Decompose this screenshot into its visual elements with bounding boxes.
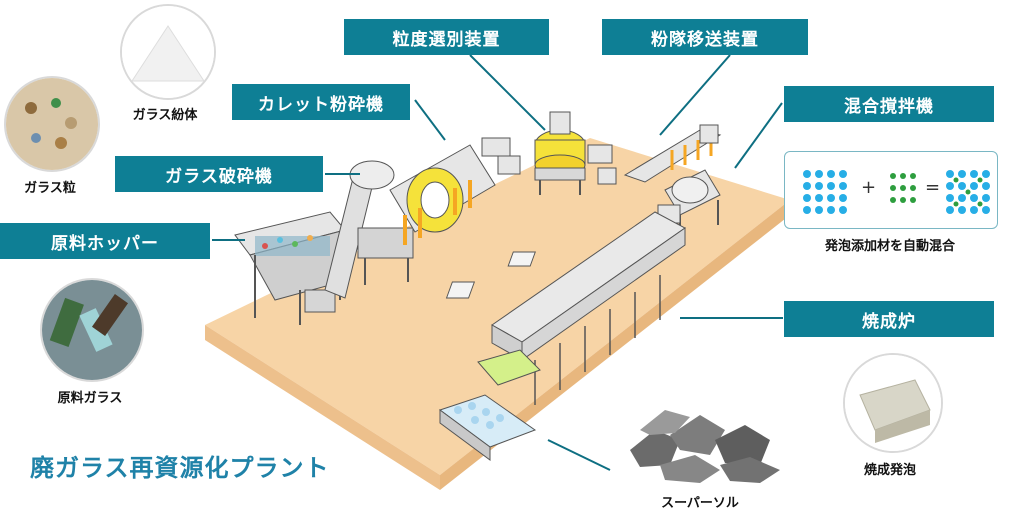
glass-granules-image	[4, 76, 100, 172]
fired-foam-image	[843, 353, 943, 453]
blue-dots-grid	[803, 170, 847, 214]
label-mixer: 混合撹拌機	[784, 86, 994, 122]
label-glass-crusher: ガラス破砕機	[115, 156, 323, 192]
green-dots-grid	[890, 173, 916, 203]
mixer-machine	[657, 124, 721, 235]
super-sol-image	[630, 410, 780, 483]
label-hopper: 原料ホッパー	[0, 223, 210, 259]
glass-powder-image	[120, 4, 216, 100]
mix-diagram-box: + =	[784, 151, 998, 229]
caption-super-sol: スーパーソル	[661, 496, 739, 511]
caption-glass-granules: ガラス粒	[24, 181, 76, 196]
powder-transfer-machine	[623, 129, 722, 183]
cullet-pulverizer-machine	[389, 137, 521, 245]
floor-edge-right	[440, 200, 790, 490]
connector-lines	[212, 54, 783, 471]
caption-glass-powder: ガラス紛体	[132, 108, 198, 123]
kiln-machine	[438, 211, 686, 461]
diagram-title: 廃ガラス再資源化プラント	[30, 454, 330, 482]
particle-size-selector-machine	[534, 111, 617, 195]
floor-edge-left	[205, 325, 440, 490]
label-particle-size-selector: 粒度選別装置	[344, 19, 549, 55]
plus-sign: +	[861, 177, 877, 198]
label-cullet-pulverizer: カレット粉砕機	[232, 84, 410, 120]
caption-fired-foam: 焼成発泡	[863, 463, 916, 478]
label-kiln: 焼成炉	[784, 301, 994, 337]
caption-mix-diagram: 発泡添加材を自動混合	[824, 239, 955, 254]
raw-glass-image	[40, 278, 144, 382]
label-powder-transfer: 粉隊移送装置	[602, 19, 808, 55]
mixed-dots-grid	[946, 170, 990, 214]
equals-sign: =	[925, 177, 941, 198]
caption-raw-glass: 原料ガラス	[57, 391, 123, 406]
